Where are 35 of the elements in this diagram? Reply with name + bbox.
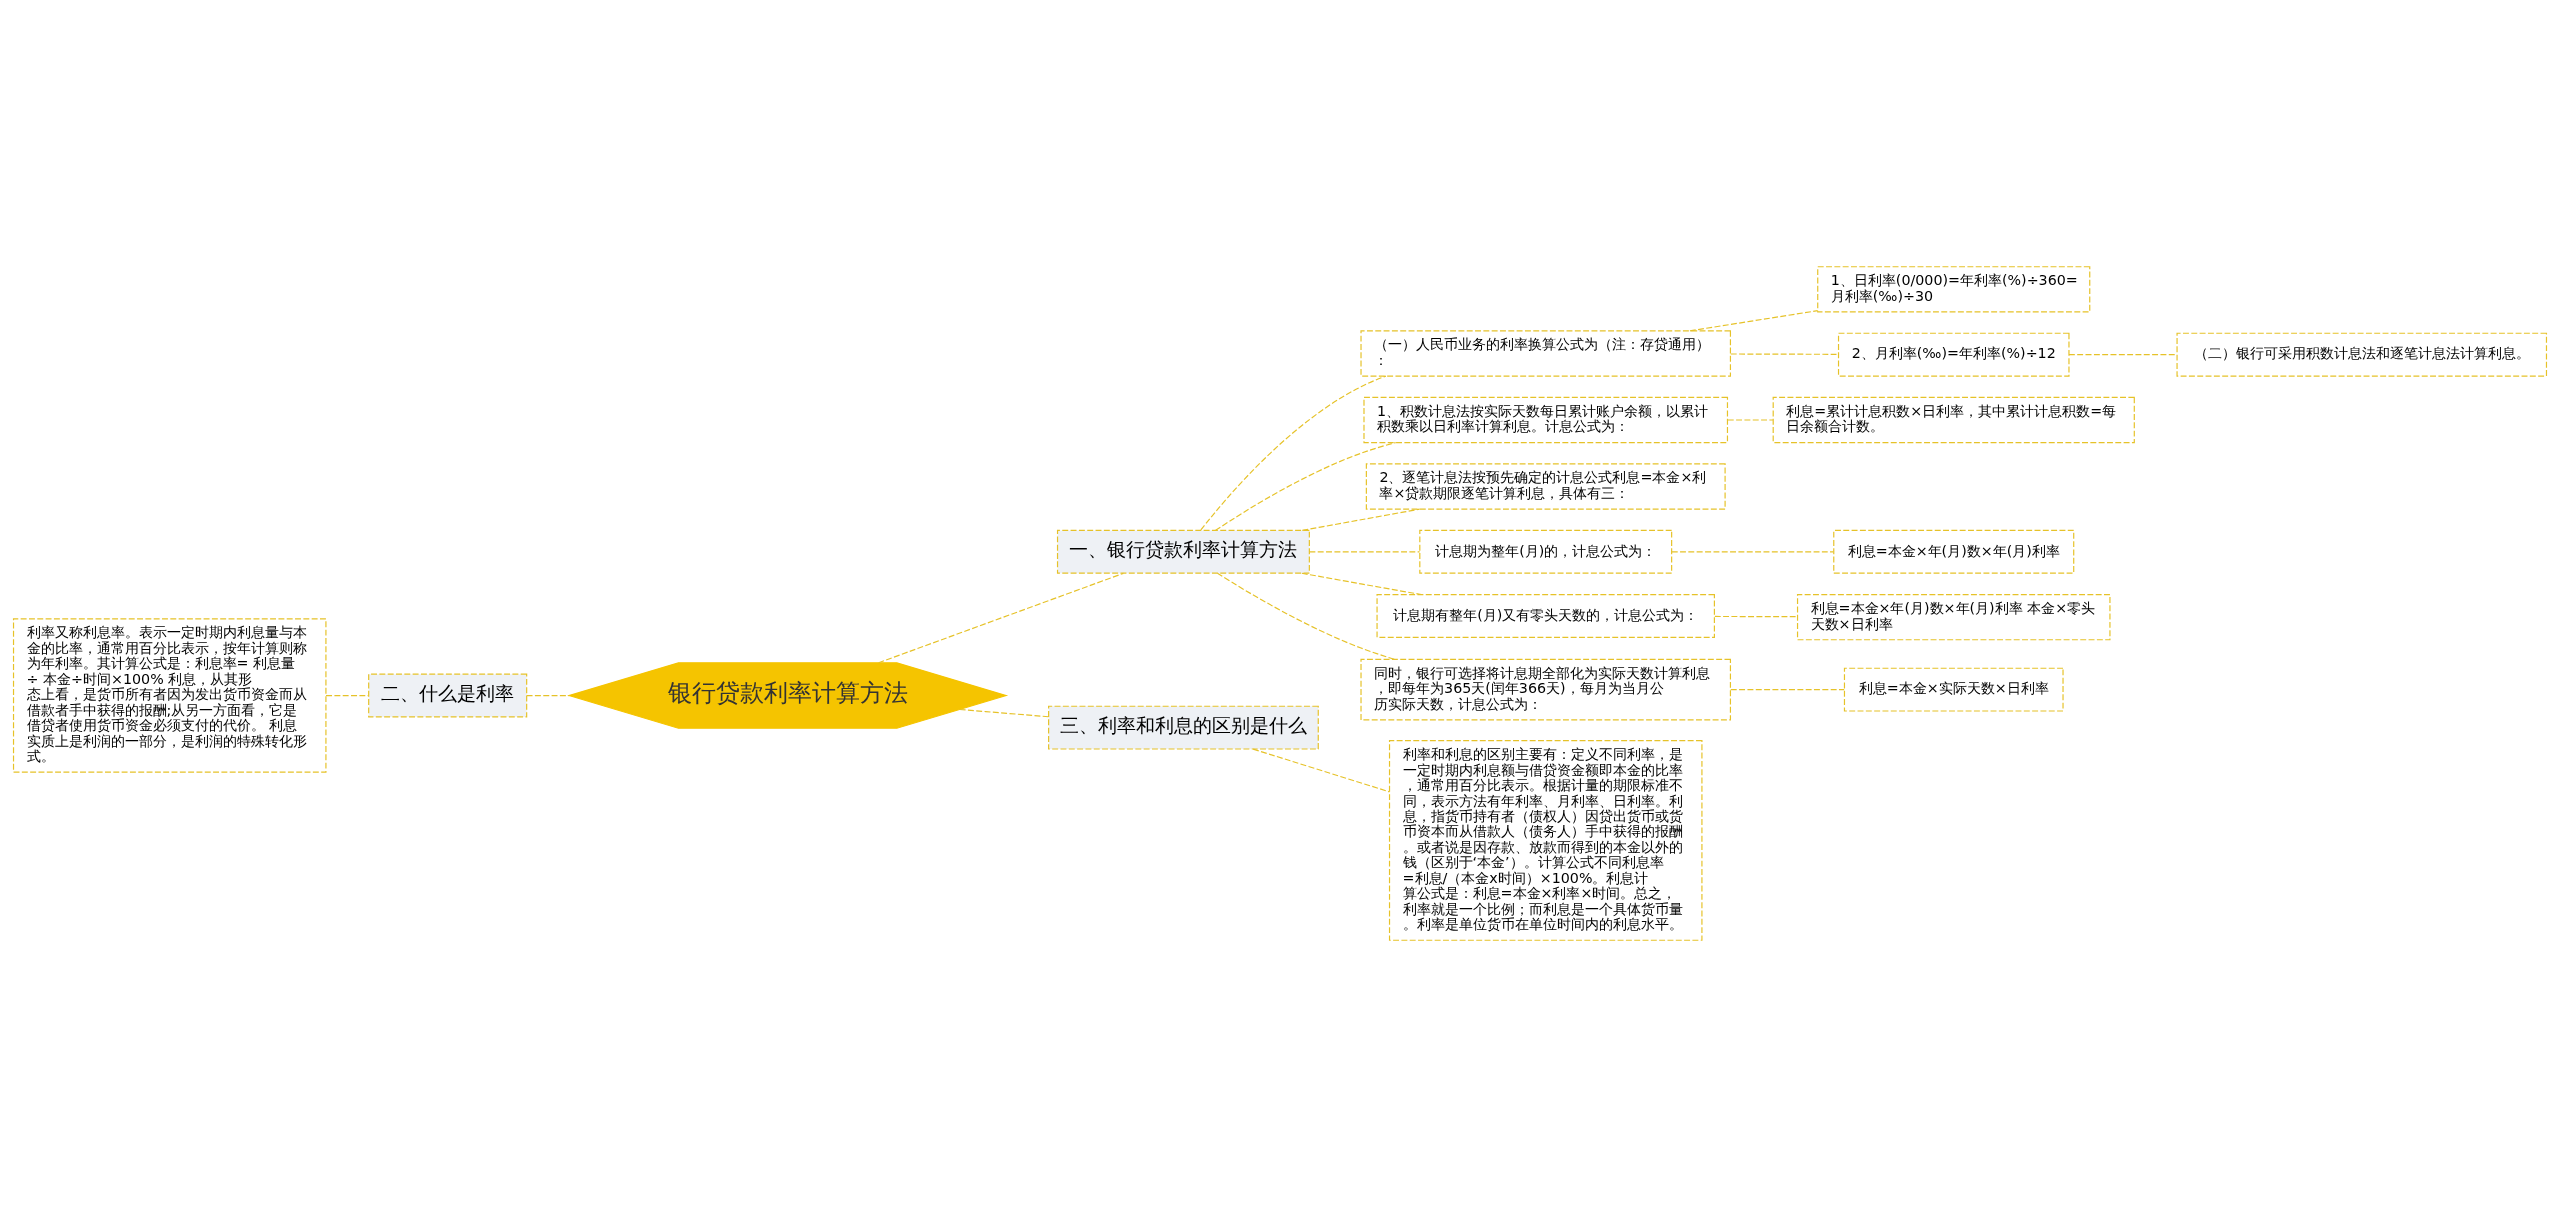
node-box: 二、什么是利率 xyxy=(368,673,528,718)
connector xyxy=(1730,689,1845,691)
node-box: （一）人民币业务的利率换算公式为（注：存贷通用）： xyxy=(1360,330,1732,377)
connector xyxy=(526,694,570,697)
node-box: 同时，银行可选择将计息期全部化为实际天数计算利息，即每年为365天(闰年366天)，每月为当月公历实际天数，计息公式为： xyxy=(1360,658,1732,721)
connector xyxy=(1727,419,1774,421)
node-box: 利息=累计计息积数×日利率，其中累计计息积数=每日余额合计数。 xyxy=(1772,396,2135,444)
connector xyxy=(959,708,1050,718)
connector xyxy=(1252,748,1390,793)
node-box: （二）银行可采用积数计息法和逐笔计息法计算利息。 xyxy=(2176,332,2548,377)
node-box: 利息=本金×年(月)数×年(月)利率 xyxy=(1833,529,2075,574)
connector xyxy=(2068,354,2178,356)
connector xyxy=(1730,353,1840,355)
node-box: 1、日利率(0/000)=年利率(%)÷360=月利率(‰)÷30 xyxy=(1817,266,2091,313)
node-box: 计息期有整年(月)又有零头天数的，计息公式为： xyxy=(1376,594,1715,638)
node-box: 利息=本金×年(月)数×年(月)利率 本金×零头天数×日利率 xyxy=(1796,594,2111,641)
connector xyxy=(325,694,370,697)
connector xyxy=(1714,615,1799,618)
node-box: 一、银行贷款利率计算方法 xyxy=(1056,529,1310,574)
connector xyxy=(1689,310,1819,332)
node-box: 1、积数计息法按实际天数每日累计账户余额，以累计积数乘以日利率计算利息。计息公式为： xyxy=(1363,396,1729,444)
connector xyxy=(1215,442,1397,531)
node-box: 计息期为整年(月)的，计息公式为： xyxy=(1419,529,1673,574)
node-box: 2、逐笔计息法按预先确定的计息公式利息=本金×利率×贷款期限逐笔计算利息，具体有三： xyxy=(1365,463,1726,510)
connector xyxy=(878,572,1124,664)
node-box: 利率又称利息率。表示一定时期内利息量与本金的比率，通常用百分比表示，按年计算则称为年利率。其计算公式是：利息率= 利息量 ÷ 本金÷时间×100% 利息，从其形态上看，是货币所有者因为发出货币资金而从借款者手中获得的报酬;从另一方面看，它是借贷者使用货币资金必须支付的代价。 利息实质上是利润的一部分，是利润的特殊转化形式。 xyxy=(12,618,327,773)
connector xyxy=(1301,508,1421,531)
connector xyxy=(1301,572,1422,596)
node-box: 利率和利息的区别主要有：定义不同利率，是一定时期内利息额与借贷资金额即本金的比率，通常用百分比表示。根据计量的期限标准不同，表示方法有年利率、月利率、日利率。利息，指货币持有者（债权人）因贷出货币或货币资本而从借款人（债务人）手中获得的报酬。或者说是因存款、放款而得到的本金以外的钱（区别于‘本金’）。计算公式不同利息率=利息/（本金x时间）×100%。利息计算公式是：利息=本金×利率×时间。总之，利率就是一个比例；而利息是一个具体货币量。利率是单位货币在单位时间内的利息水平。 xyxy=(1388,740,1703,941)
connector xyxy=(1671,551,1835,553)
connector xyxy=(1308,551,1421,553)
node-box: 利息=本金×实际天数×日利率 xyxy=(1843,667,2064,712)
connector xyxy=(1200,375,1387,531)
node-box: 2、月利率(‰)=年利率(%)÷12 xyxy=(1837,332,2070,377)
node-box: 三、利率和利息的区别是什么 xyxy=(1048,705,1319,750)
